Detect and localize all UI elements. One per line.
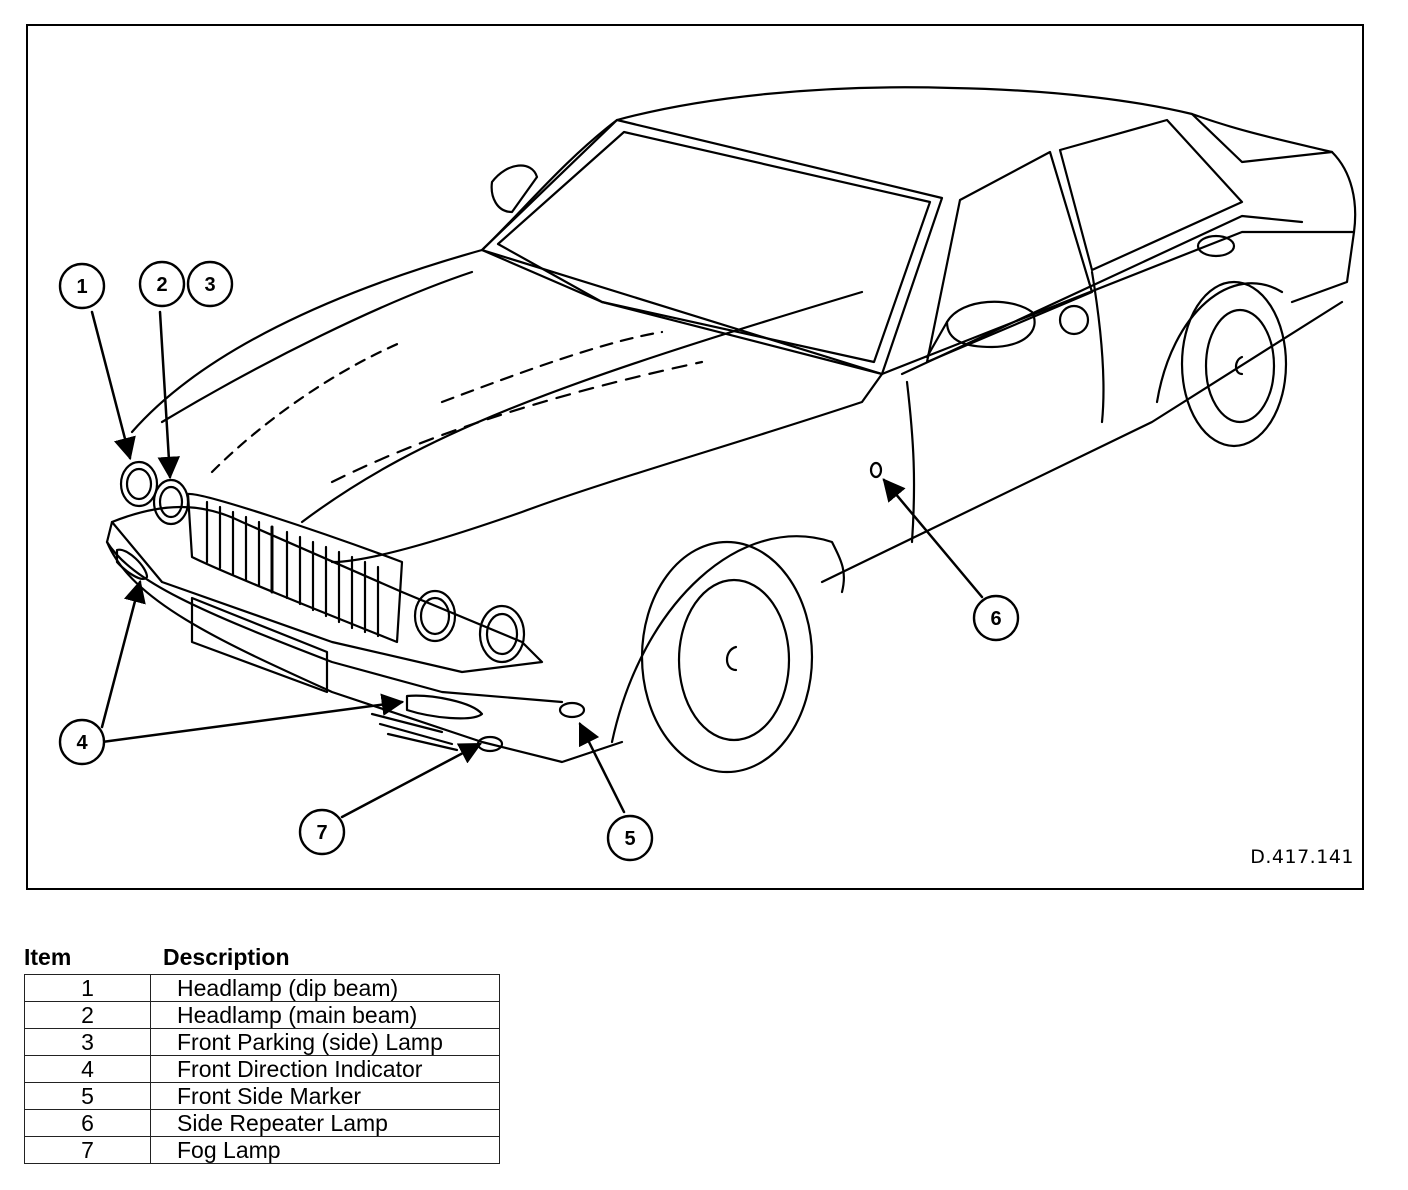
callout-7: 7 [316, 822, 327, 844]
rear-side-marker [1196, 234, 1236, 258]
legend-header-description: Description [163, 944, 290, 970]
fog-lamp-vents [370, 712, 459, 752]
legend-header-item: Item [24, 944, 72, 970]
item-number: 6 [24, 1109, 151, 1137]
figure-code: D.417.141 [1250, 846, 1354, 868]
callout-6: 6 [990, 608, 1001, 630]
table-row: 6 Side Repeater Lamp [24, 1109, 500, 1137]
grille-bars [205, 500, 380, 638]
bonnet-outline [130, 248, 884, 564]
door-line-front [905, 380, 916, 544]
windshield-inner [496, 130, 932, 364]
body-side-upper [880, 230, 1356, 376]
item-description: Front Direction Indicator [150, 1055, 500, 1083]
door-line [1090, 270, 1105, 424]
side-window-rear [1058, 118, 1244, 272]
indicator-left [115, 548, 149, 580]
legend-table: 1 Headlamp (dip beam) 2 Headlamp (main b… [24, 974, 500, 1164]
table-row: 2 Headlamp (main beam) [24, 1001, 500, 1029]
headlamp-right-outer [478, 604, 526, 664]
item-description: Fog Lamp [150, 1136, 500, 1164]
callout-circles [58, 260, 1020, 862]
roof-line [480, 86, 1334, 252]
rear-wheel [1180, 280, 1288, 448]
legend: Item Description 1 Headlamp (dip beam) 2… [24, 944, 500, 1164]
door-handle [1058, 304, 1090, 336]
item-number: 5 [24, 1082, 151, 1110]
legend-header: Item Description [24, 944, 500, 974]
diagram-frame: 1 2 3 4 7 5 6 D.417.141 [26, 24, 1364, 890]
car-illustration: 1 2 3 4 7 5 6 [58, 86, 1357, 862]
table-row: 1 Headlamp (dip beam) [24, 974, 500, 1002]
callout-3: 3 [204, 274, 215, 296]
item-description: Front Side Marker [150, 1082, 500, 1110]
rear-deck-line [1190, 112, 1357, 234]
side-repeater [869, 461, 883, 479]
callout-5: 5 [624, 828, 635, 850]
sill-line [820, 300, 1344, 584]
item-number: 2 [24, 1001, 151, 1029]
side-marker [558, 701, 586, 719]
table-row: 7 Fog Lamp [24, 1136, 500, 1164]
table-row: 5 Front Side Marker [24, 1082, 500, 1110]
front-wheel-arch [610, 535, 846, 744]
headlamp-left-inner [152, 478, 190, 526]
callout-2: 2 [156, 274, 167, 296]
grille [186, 492, 404, 644]
item-description: Headlamp (dip beam) [150, 974, 500, 1002]
item-number: 1 [24, 974, 151, 1002]
item-description: Front Parking (side) Lamp [150, 1028, 500, 1056]
item-number: 7 [24, 1136, 151, 1164]
front-face [110, 505, 544, 674]
table-row: 4 Front Direction Indicator [24, 1055, 500, 1083]
indicator-front [405, 694, 484, 720]
table-row: 3 Front Parking (side) Lamp [24, 1028, 500, 1056]
item-description: Headlamp (main beam) [150, 1001, 500, 1029]
callout-4: 4 [76, 732, 88, 754]
number-plate [190, 596, 329, 694]
rear-wheel-arch [1155, 282, 1284, 404]
headlamp-left-outer [119, 460, 159, 508]
item-description: Side Repeater Lamp [150, 1109, 500, 1137]
windshield-outer [480, 118, 944, 376]
callout-arrows [90, 310, 984, 819]
headlamp-right-inner [413, 589, 457, 643]
side-mirror [945, 300, 1036, 349]
front-wheel [640, 540, 814, 774]
item-number: 3 [24, 1028, 151, 1056]
item-number: 4 [24, 1055, 151, 1083]
left-mirror [490, 164, 539, 214]
callout-1: 1 [76, 276, 87, 298]
side-window-front [925, 150, 1094, 364]
